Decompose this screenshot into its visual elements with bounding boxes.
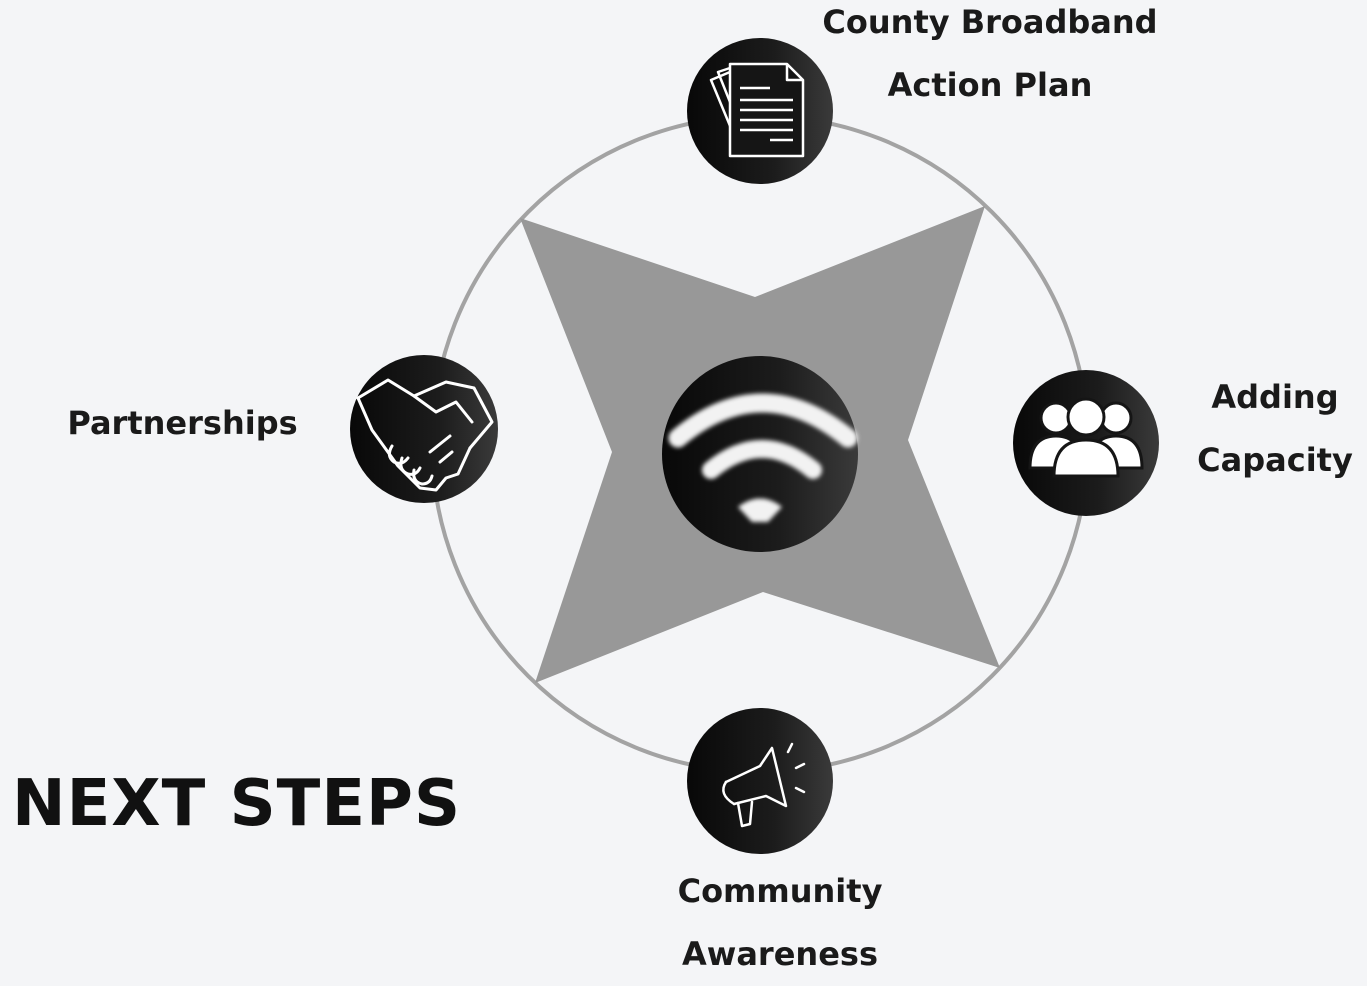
label-line: Action Plan — [887, 66, 1093, 104]
node-community-awareness — [687, 708, 833, 854]
center-hub — [662, 356, 858, 552]
label-county-broadband-action-plan: County Broadband Action Plan — [790, 0, 1190, 117]
group-people-icon — [1028, 397, 1144, 478]
label-line: County Broadband — [822, 3, 1158, 41]
label-line: Capacity — [1197, 441, 1353, 479]
label-partnerships: Partnerships — [40, 392, 325, 455]
node-partnerships — [350, 355, 498, 503]
label-line: Awareness — [682, 935, 878, 973]
label-adding-capacity: Adding Capacity — [1180, 366, 1367, 492]
label-line: Partnerships — [67, 404, 298, 442]
document-stack-icon — [709, 62, 805, 158]
handshake-icon — [356, 378, 494, 492]
wifi-icon — [668, 393, 858, 522]
label-line: Adding — [1211, 378, 1339, 416]
label-community-awareness: Community Awareness — [620, 860, 940, 986]
megaphone-icon — [722, 742, 806, 828]
node-action-plan — [687, 38, 833, 184]
page-title: NEXT STEPS — [12, 767, 462, 841]
node-adding-capacity — [1013, 370, 1159, 516]
label-line: Community — [677, 872, 883, 910]
